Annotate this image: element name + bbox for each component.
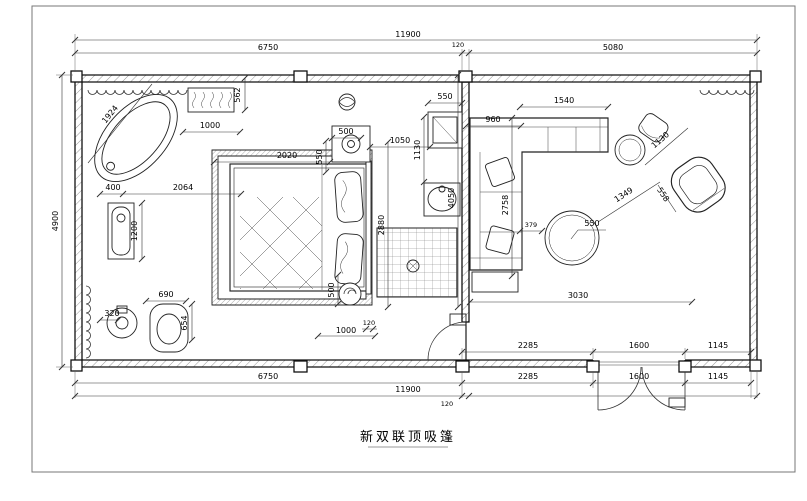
dim-sofa-corner: 960 [485, 115, 500, 124]
bed [229, 160, 372, 295]
drawing-title: 新双联顶吸篷 [360, 429, 456, 445]
tub-faucet-icon [106, 161, 116, 171]
dim-top-total: 11900 [395, 30, 420, 39]
dim-counter-height: 654 [180, 315, 189, 330]
toilet [149, 303, 189, 353]
dim-in-1600: 1600 [629, 341, 649, 350]
vanity-faucet-icon [116, 213, 126, 223]
dim-in-1145: 1145 [708, 341, 728, 350]
dim-basin-offset: 320 [104, 309, 119, 318]
title-block: 新双联顶吸篷 [360, 429, 456, 448]
door-swing-left [597, 366, 642, 411]
dim-vanity-height: 1200 [130, 221, 139, 241]
dim-bot-2285: 2285 [518, 372, 538, 381]
plant-icon [341, 134, 361, 154]
corner-table [614, 113, 669, 166]
scallop-decorations [85, 89, 755, 359]
dim-table-diag: 1130 [650, 130, 671, 150]
dim-sofa-length: 2758 [501, 195, 510, 215]
shower-area [376, 227, 458, 298]
interior-door [427, 313, 467, 361]
dimension-lines-exterior [56, 34, 761, 400]
dim-rug-width: 2020 [277, 151, 297, 160]
dim-rug-offset: 2064 [173, 183, 193, 192]
dim-top-left: 6750 [258, 43, 278, 52]
coat-rack [187, 87, 235, 113]
pillow-top [334, 171, 364, 223]
wall-plant [338, 93, 356, 111]
dim-bottom-1000: 1000 [336, 326, 356, 335]
scallops-left-bottom [85, 285, 91, 359]
headboard [365, 160, 372, 295]
partition-wall [461, 81, 470, 323]
dim-wall-to-rug: 400 [105, 183, 120, 192]
dim-nightstand-width: 500 [338, 127, 353, 136]
nightstand-top [331, 125, 371, 163]
dim-bottom-total: 11900 [395, 385, 420, 394]
sheet-border [31, 5, 796, 473]
dim-sofa-top: 1540 [554, 96, 574, 105]
bathtub [94, 94, 178, 182]
column-markers [70, 70, 762, 373]
drain-icon [406, 259, 420, 273]
top-cabinet [427, 111, 463, 149]
dim-table-dia: 550 [584, 219, 599, 228]
dim-living-width: 3030 [568, 291, 588, 300]
dim-gap-mid: 1050 [390, 136, 410, 145]
dim-bed-length: 2880 [377, 215, 386, 235]
dimension-labels: 11900 6750 120 5080 4900 1924 1000 562 4… [51, 30, 728, 408]
dim-bot-1145: 1145 [708, 372, 728, 381]
dimension-lines-interior [87, 71, 696, 344]
side-stool [338, 282, 362, 306]
sofa-cushion-2 [485, 225, 515, 255]
bottom-door-opening [592, 359, 686, 411]
dim-chair-diag1: 1349 [613, 186, 635, 205]
dim-nightstand2-height: 500 [327, 282, 336, 297]
door-stop [668, 397, 686, 408]
armchair [670, 156, 726, 213]
dim-bottom-gap: 120 [441, 400, 453, 408]
round-basin [106, 305, 138, 339]
corner-chair [638, 113, 669, 143]
basin-faucet-icon [438, 185, 446, 193]
rug [211, 149, 373, 306]
l-sofa [469, 117, 609, 293]
dim-bot-6750: 6750 [258, 372, 278, 381]
dim-partition-height: 4050 [447, 188, 456, 208]
sofa-cushion-1 [485, 157, 515, 187]
sofa-end-table [471, 271, 519, 293]
vanity-counter [107, 202, 135, 260]
dim-bot-1600: 1600 [629, 372, 649, 381]
dim-left-height: 4900 [51, 211, 60, 231]
door-frame-symbol [449, 313, 467, 326]
dim-rack-height: 562 [233, 87, 242, 102]
blanket-pattern [240, 197, 322, 289]
dim-sink-width: 550 [437, 92, 452, 101]
dim-in-2285: 2285 [518, 341, 538, 350]
dim-top-gap: 120 [452, 41, 464, 49]
scallops-top-left [87, 89, 188, 95]
dim-nightstand-height: 550 [315, 149, 324, 164]
dim-counter-width: 690 [158, 290, 173, 299]
pillow-bottom [334, 233, 364, 285]
dim-bottom-120: 120 [363, 319, 375, 327]
dim-rack-width: 1000 [200, 121, 220, 130]
dim-sink-gap: 1130 [413, 140, 422, 160]
washbasin [423, 182, 461, 217]
dim-top-right: 5080 [603, 43, 623, 52]
dim-sofa-table-gap: 379 [525, 221, 537, 229]
scallops-top-right [699, 89, 755, 95]
